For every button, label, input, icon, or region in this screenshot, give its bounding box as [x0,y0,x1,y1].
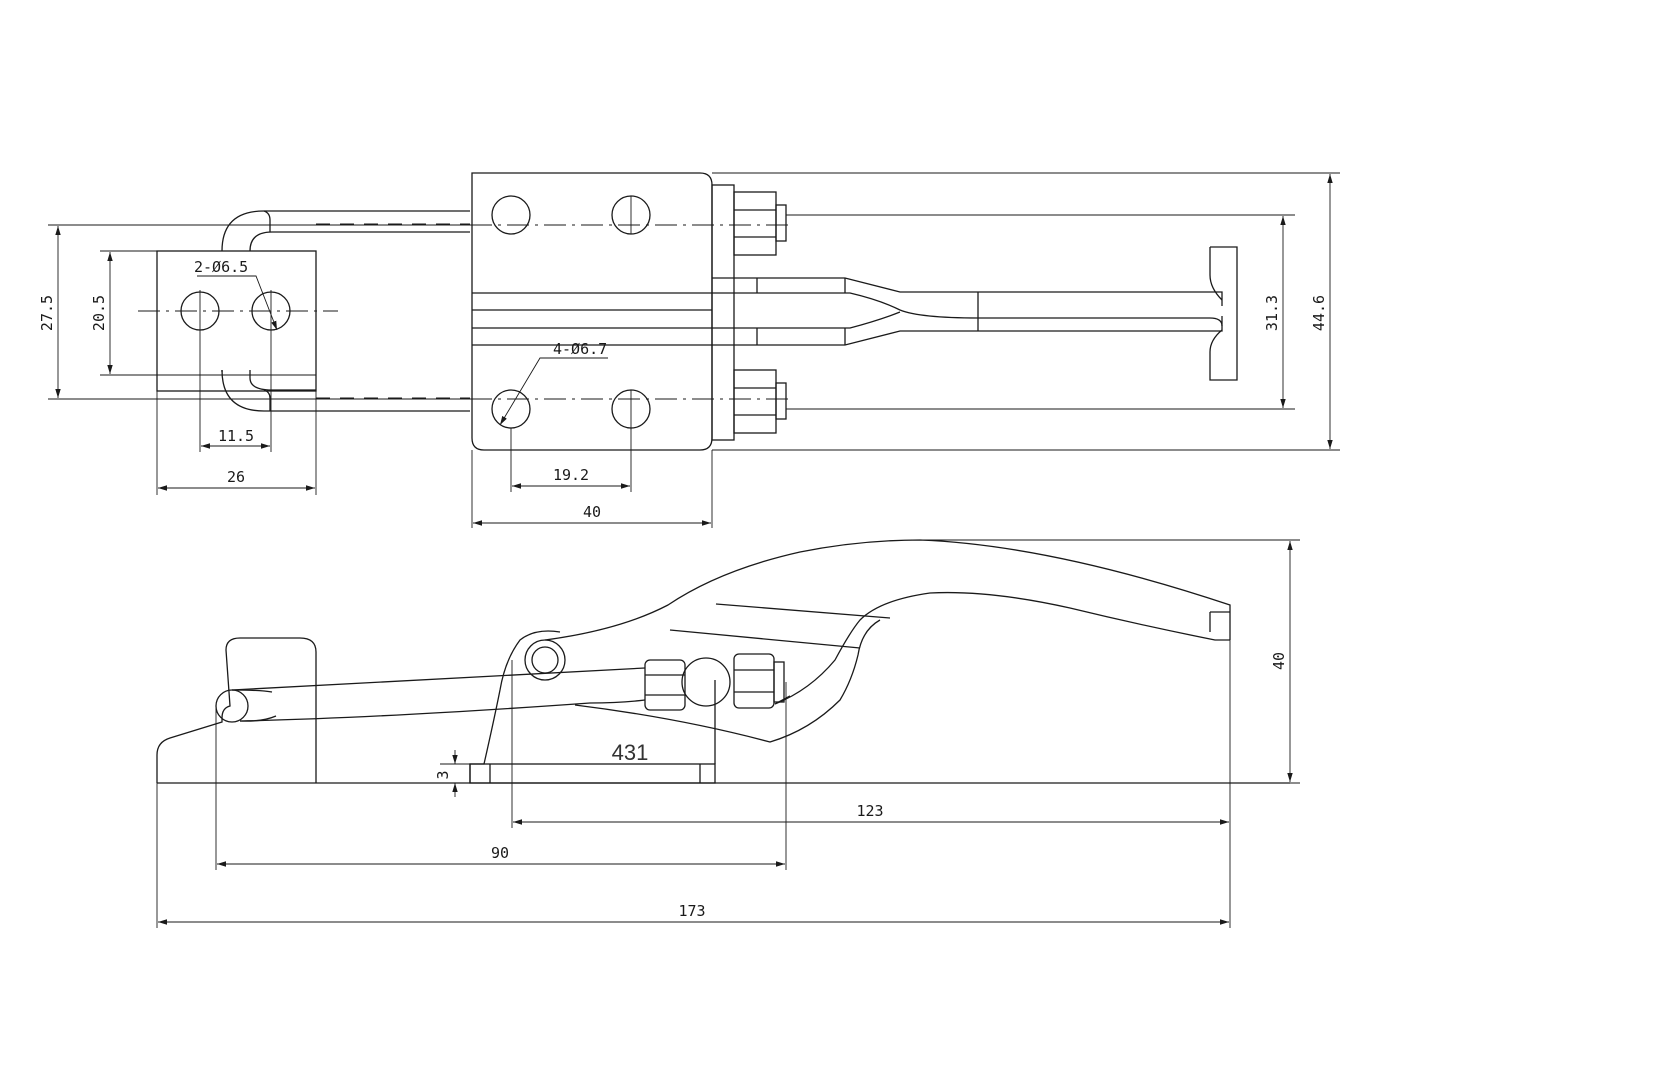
dim-19-2: 19.2 [553,466,589,484]
dim-3: 3 [434,770,452,779]
pivot-bracket [469,630,716,784]
dim-27-5: 27.5 [38,295,56,331]
u-hook [221,210,470,412]
dim-173: 173 [678,902,705,920]
base-hole-3 [491,389,531,429]
dim-40-top: 40 [583,503,601,521]
handle-top [712,246,1238,381]
adjusting-nuts [644,653,785,711]
top-view: 27.5 20.5 2-Ø6.5 11.5 26 4-Ø6.7 19.2 40 … [38,172,1340,528]
dim-40-height: 40 [1270,652,1288,670]
handle-lever [544,539,1231,743]
dim-2-hole: 2-Ø6.5 [194,258,248,276]
catch-block [156,637,317,783]
base-plate [471,172,713,451]
hex-nut-bottom [733,369,787,434]
dim-44-6: 44.6 [1310,295,1328,331]
dim-11-5: 11.5 [218,427,254,445]
dim-123: 123 [856,802,883,820]
hook-rod [215,667,646,723]
dim-31-3: 31.3 [1263,295,1281,331]
dim-26: 26 [227,468,245,486]
hex-nut-top [733,191,787,256]
side-view: 431 40 3 123 90 173 [156,539,1300,928]
dim-4-hole: 4-Ø6.7 [553,340,607,358]
base-hole-1 [491,195,531,235]
part-number: 431 [612,740,649,765]
dim-20-5: 20.5 [90,295,108,331]
dim-90: 90 [491,844,509,862]
